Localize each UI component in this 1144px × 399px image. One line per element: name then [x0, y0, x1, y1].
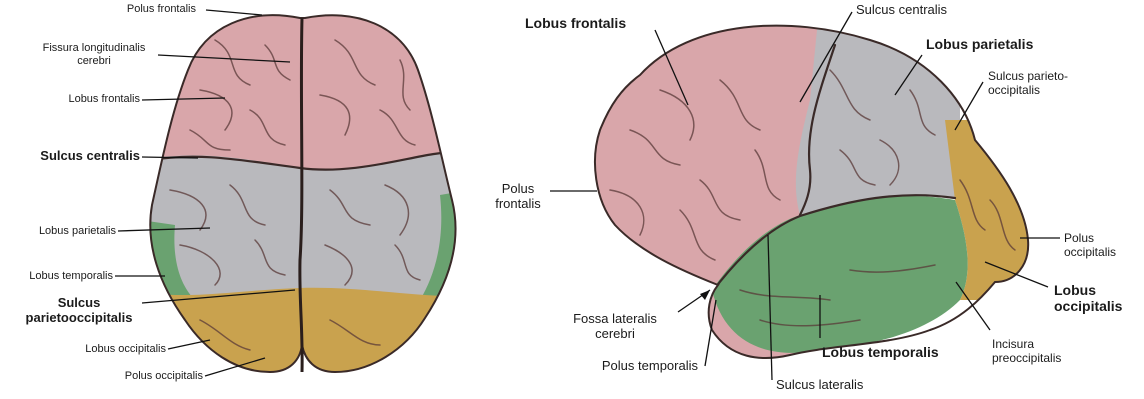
label-lo-line-1: Lobus	[1054, 282, 1122, 298]
label-fissura-longitudinalis: Fissura longitudinalis cerebri	[30, 42, 158, 67]
label-sulcus-po-line-2: parietooccipitalis	[16, 311, 142, 326]
label-fl-line-1: Fossa lateralis	[552, 312, 678, 327]
label-po-line-2: occipitalis	[1064, 246, 1116, 260]
label-lobus-occipitalis-top: Lobus occipitalis	[85, 343, 166, 356]
label-spo-line-1: Sulcus parieto-	[988, 70, 1068, 84]
top-frontal-region	[140, 0, 470, 175]
label-ip-line-2: preoccipitalis	[992, 352, 1061, 366]
label-spo-line-2: occipitalis	[988, 84, 1068, 98]
label-sulcus-lateralis: Sulcus lateralis	[776, 378, 863, 393]
label-lobus-temporalis-top: Lobus temporalis	[29, 270, 113, 283]
label-sulcus-centralis-top: Sulcus centralis	[40, 149, 140, 164]
label-fl-line-2: cerebri	[552, 327, 678, 342]
label-polus-frontalis-side: Polus frontalis	[490, 182, 546, 212]
label-sulcus-parieto-occipitalis-side: Sulcus parieto- occipitalis	[988, 70, 1068, 98]
top-parietal-region	[140, 150, 470, 300]
top-view-brain	[140, 0, 470, 399]
label-pf-line-1: Polus	[490, 182, 546, 197]
label-lobus-parietalis-top: Lobus parietalis	[39, 225, 116, 238]
label-lobus-frontalis-side: Lobus frontalis	[525, 15, 626, 31]
label-lobus-frontalis-top: Lobus frontalis	[68, 93, 140, 106]
label-sulcus-centralis-side: Sulcus centralis	[856, 3, 947, 18]
label-lobus-temporalis-side: Lobus temporalis	[822, 344, 939, 360]
label-polus-occipitalis-side: Polus occipitalis	[1064, 232, 1116, 260]
label-fissura-line-1: Fissura longitudinalis	[30, 42, 158, 55]
label-polus-temporalis: Polus temporalis	[602, 359, 698, 374]
label-sulcus-po-line-1: Sulcus	[16, 296, 142, 311]
label-lobus-parietalis-side: Lobus parietalis	[926, 36, 1033, 52]
label-pf-line-2: frontalis	[490, 197, 546, 212]
side-parietal-region	[796, 0, 960, 215]
label-po-line-1: Polus	[1064, 232, 1116, 246]
label-lo-line-2: occipitalis	[1054, 298, 1122, 314]
label-polus-occipitalis-top: Polus occipitalis	[125, 370, 203, 383]
label-lobus-occipitalis-side: Lobus occipitalis	[1054, 282, 1122, 314]
label-ip-line-1: Incisura	[992, 338, 1061, 352]
label-polus-frontalis-top: Polus frontalis	[127, 3, 196, 16]
label-fossa-lateralis: Fossa lateralis cerebri	[552, 312, 678, 342]
label-sulcus-parietooccipitalis-top: Sulcus parietooccipitalis	[16, 296, 142, 326]
label-incisura-preoccipitalis: Incisura preoccipitalis	[992, 338, 1061, 366]
label-fissura-line-2: cerebri	[30, 55, 158, 68]
